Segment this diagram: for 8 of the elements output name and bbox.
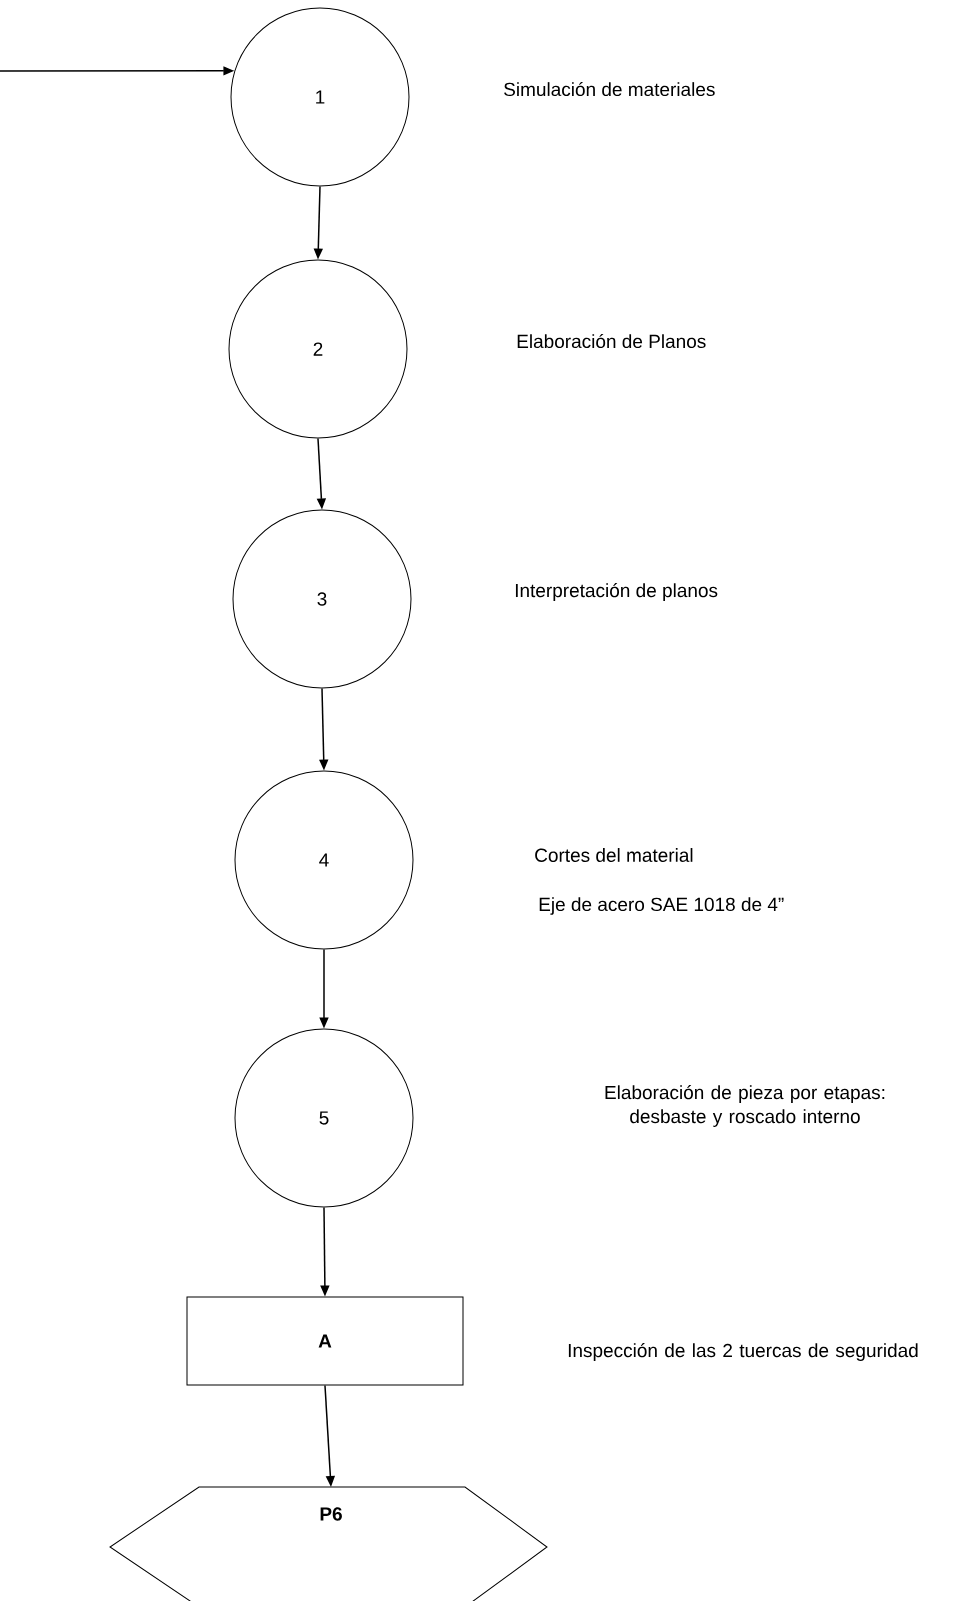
process-box: A — [186, 1296, 464, 1386]
step-description: Elaboración de pieza por etapas: desbaste y roscado interno — [605, 1085, 885, 1127]
step-description: Eje de acero SAE 1018 de 4” — [539, 897, 784, 915]
step-description: Interpretación de planos — [515, 583, 718, 601]
step-description: Elaboración de Planos — [517, 333, 706, 349]
step-description: Inspección de las 2 tuercas de seguridad — [568, 1343, 918, 1361]
step-description: Cortes del material — [535, 848, 693, 862]
step-description: Simulación de materiales — [504, 81, 715, 97]
